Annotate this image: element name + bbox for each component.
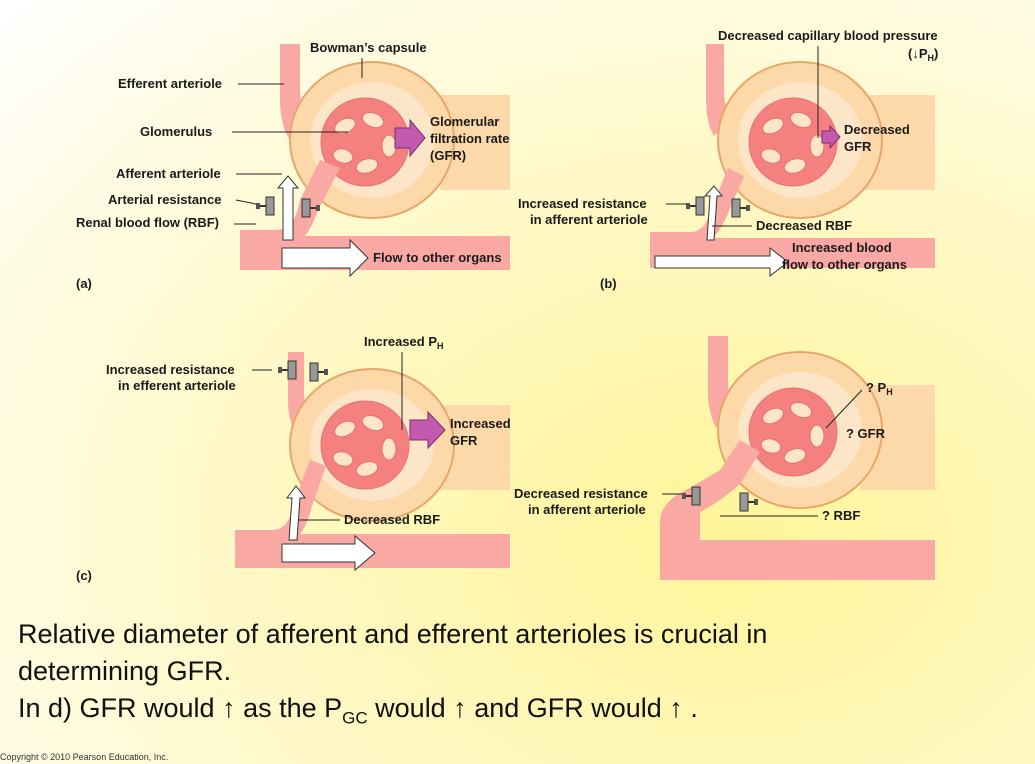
caption-line-2: determining GFR. <box>18 656 232 686</box>
increased-ph-label: Increased PH <box>364 334 444 351</box>
caption-line-1: Relative diameter of afferent and effere… <box>18 619 768 649</box>
question-gfr-label: ? GFR <box>846 426 886 441</box>
gfr-label-line2: filtration rate <box>430 131 509 146</box>
ph-symbol-b: (↓PH) <box>908 46 938 63</box>
decreased-pressure-label: Decreased capillary blood pressure <box>718 28 938 43</box>
panel-tag-c: (c) <box>76 568 92 583</box>
decreased-rbf-label-b: Decreased RBF <box>756 218 852 233</box>
increased-blood-flow-line1: Increased blood <box>792 240 892 255</box>
decreased-resistance-afferent-line2: in afferent arteriole <box>528 502 646 517</box>
question-rbf-label: ? RBF <box>822 508 860 523</box>
increased-blood-flow-line2: flow to other organs <box>782 257 907 272</box>
gfr-label-line3: (GFR) <box>430 148 466 163</box>
proximal-tubule-a <box>440 95 510 190</box>
arterial-resistance-label: Arterial resistance <box>108 192 221 207</box>
increased-resistance-afferent-line2: in afferent arteriole <box>530 212 648 227</box>
bowmans-capsule-label: Bowman’s capsule <box>310 40 427 55</box>
question-ph-label: ? PH <box>866 380 893 397</box>
panel-c: Increased PH Increased resistance in eff… <box>76 334 511 583</box>
increased-resistance-efferent-line1: Increased resistance <box>106 362 235 377</box>
gfr-arrow-a <box>394 118 426 158</box>
renal-diagram: Bowman’s capsule Efferent arteriole Glom… <box>76 28 938 583</box>
flow-arrow-a <box>281 238 369 278</box>
panel-d: ? PH ? GFR Decreased resistance in affer… <box>514 336 935 580</box>
decreased-rbf-label-c: Decreased RBF <box>344 512 440 527</box>
clamp-left-a <box>255 196 275 216</box>
caption-line-3: In d) GFR would ↑ as the PGC would ↑ and… <box>18 693 698 728</box>
up-arrow: ↑ <box>453 693 467 723</box>
copyright-notice: Copyright © 2010 Pearson Education, Inc. <box>0 752 169 762</box>
increased-gfr-line1: Increased <box>450 416 511 431</box>
glomerulus-label: Glomerulus <box>140 124 212 139</box>
panel-tag-b: (b) <box>600 276 617 291</box>
efferent-arteriole-label: Efferent arteriole <box>118 76 222 91</box>
gfr-label-line1: Glomerular <box>430 114 499 129</box>
decreased-gfr-line1: Decreased <box>844 122 910 137</box>
up-arrow: ↑ <box>669 693 683 723</box>
decreased-gfr-line2: GFR <box>844 139 872 154</box>
flow-other-organs-label: Flow to other organs <box>373 250 502 265</box>
afferent-flow-arrow-a <box>276 175 300 241</box>
up-arrow: ↑ <box>222 693 236 723</box>
increased-resistance-afferent-line1: Increased resistance <box>518 196 647 211</box>
increased-resistance-efferent-line2: in efferent arteriole <box>118 378 236 393</box>
panel-a: Bowman’s capsule Efferent arteriole Glom… <box>76 40 510 291</box>
panel-tag-a: (a) <box>76 276 92 291</box>
renal-blood-flow-label: Renal blood flow (RBF) <box>76 215 219 230</box>
decreased-resistance-afferent-line1: Decreased resistance <box>514 486 648 501</box>
afferent-arteriole-vessel <box>240 160 340 252</box>
increased-gfr-line2: GFR <box>450 433 478 448</box>
afferent-arteriole-label: Afferent arteriole <box>116 166 221 181</box>
caption: Relative diameter of afferent and effere… <box>18 616 1018 736</box>
panel-b: Decreased capillary blood pressure (↓PH)… <box>518 28 938 291</box>
